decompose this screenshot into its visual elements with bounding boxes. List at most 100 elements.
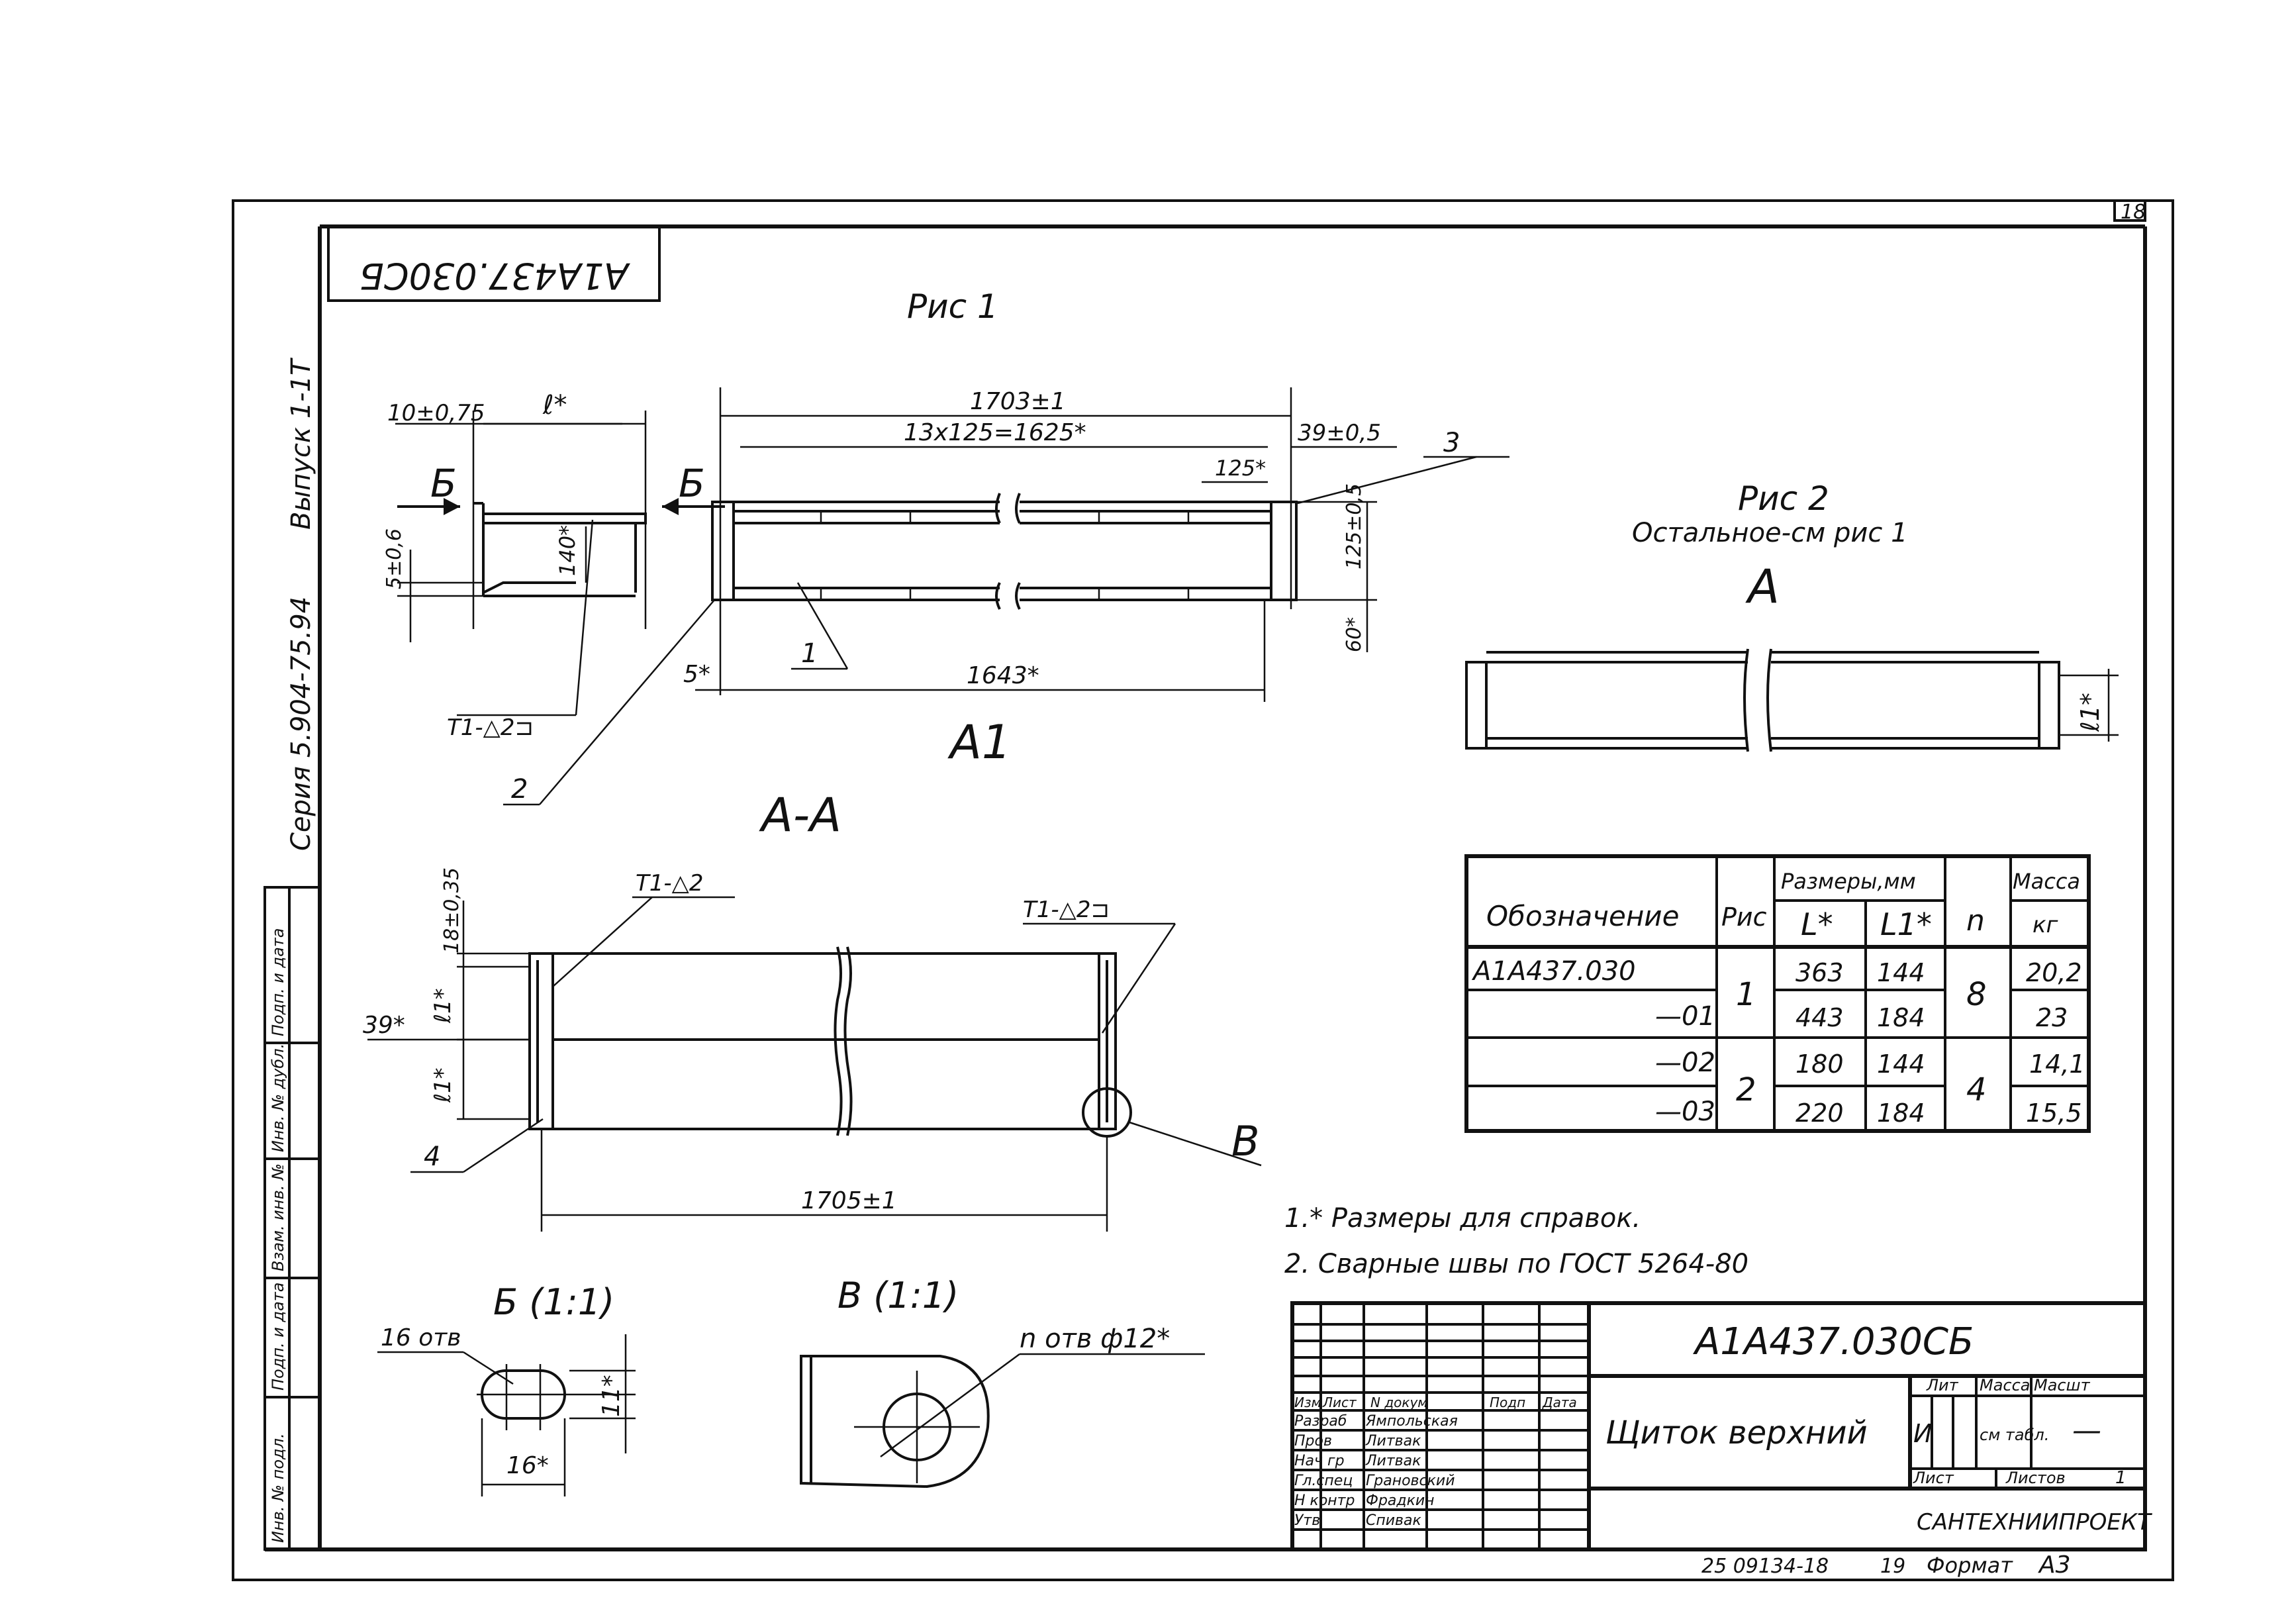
spec-header-sizes: Размеры,мм bbox=[1781, 869, 1916, 894]
title-block-role-3: Гл.спец bbox=[1294, 1473, 1353, 1489]
page-number: 18 bbox=[2121, 201, 2146, 224]
spec-n-group-1: 8 bbox=[1966, 976, 1987, 1013]
title-block-name-5: Спивак bbox=[1366, 1512, 1421, 1529]
title-block-name-0: Ямпольская bbox=[1365, 1413, 1458, 1430]
spec-row-3-l: 220 bbox=[1795, 1099, 1844, 1128]
fig1-dim-125: 125* bbox=[1215, 456, 1266, 481]
title-block-role-0: Разраб bbox=[1294, 1413, 1347, 1430]
spec-fig-group-2: 2 bbox=[1736, 1071, 1756, 1108]
title-block-scale-value: — bbox=[2072, 1414, 2101, 1447]
side-stamp-3: Взам. инв. № bbox=[269, 1163, 287, 1271]
spec-row-2-mass: 14,1 bbox=[2029, 1050, 2085, 1079]
fig1-dim-60: 60* bbox=[1343, 617, 1366, 652]
title-block-col-podp: Подп bbox=[1490, 1395, 1525, 1410]
title-block-role-5: Утв bbox=[1294, 1512, 1320, 1529]
spec-row-0-mass: 20,2 bbox=[2026, 958, 2082, 987]
title-block-role-1: Пров bbox=[1294, 1433, 1332, 1449]
fig1-view-label: А1 bbox=[947, 715, 1011, 769]
title-block-name: Щиток верхний bbox=[1605, 1414, 1868, 1451]
section-dim-140: 140* bbox=[555, 525, 580, 576]
side-stamp-2: Инв. № дубл. bbox=[269, 1044, 287, 1152]
title-block-lit-value: И bbox=[1913, 1419, 1932, 1448]
fig1-dim-5: 5* bbox=[683, 661, 710, 688]
section-aa-weld-left: Т1-△2 bbox=[636, 870, 703, 897]
spec-fig-group-1: 1 bbox=[1736, 976, 1756, 1013]
spec-row-1-l: 443 bbox=[1795, 1003, 1844, 1032]
bottom-code: 25 09134-18 bbox=[1701, 1555, 1829, 1578]
spec-row-0-l1: 144 bbox=[1877, 958, 1925, 987]
title-block-col-data: Дата bbox=[1542, 1395, 1577, 1410]
spec-header-fig: Рис bbox=[1721, 903, 1767, 932]
title-block-code: А1А437.030СБ bbox=[1693, 1320, 1974, 1363]
note-2: 2. Сварные швы по ГОСТ 5264-80 bbox=[1284, 1249, 1748, 1279]
title-block-name-4: Фрадкин bbox=[1366, 1493, 1435, 1509]
detail-v-holes: n отв ф12* bbox=[1020, 1324, 1170, 1354]
fig1-pos-2: 2 bbox=[511, 774, 528, 805]
fig2-title: Рис 2 bbox=[1738, 479, 1829, 518]
title-block-col-ndoc: N докум bbox=[1370, 1395, 1427, 1410]
issue-label: Выпуск 1-1Т bbox=[286, 357, 316, 530]
side-stamp-1: Подп. и дата bbox=[269, 928, 287, 1037]
spec-header-mass: Масса bbox=[2013, 869, 2080, 894]
detail-b-dim-11: 11* bbox=[598, 1375, 625, 1417]
spec-row-2-l: 180 bbox=[1795, 1050, 1844, 1079]
title-block-mass-label: Масса bbox=[1980, 1376, 2031, 1395]
title-block-name-3: Грановский bbox=[1366, 1473, 1455, 1489]
spec-table-grid bbox=[1464, 854, 2091, 1133]
spec-header-l1: L1* bbox=[1880, 906, 1932, 942]
title-block-col-list: Лист bbox=[1322, 1395, 1357, 1410]
title-block-mass-value: см табл. bbox=[1980, 1426, 2049, 1444]
title-block-role-4: Н контр bbox=[1294, 1493, 1355, 1509]
fig1-dim-125-vert: 125±0,5 bbox=[1343, 483, 1366, 569]
spec-row-1-designation: —01 bbox=[1655, 1001, 1715, 1032]
series-label: Серия 5.904-75.94 bbox=[286, 597, 316, 851]
section-weld-mark: Т1-△2⊐ bbox=[447, 714, 534, 741]
fig2-view-label: А bbox=[1745, 560, 1780, 614]
section-aa-dim-1705: 1705±1 bbox=[801, 1187, 897, 1214]
spec-row-1-l1: 184 bbox=[1877, 1003, 1925, 1032]
fig1-dim-1643: 1643* bbox=[967, 662, 1039, 689]
side-stamp bbox=[263, 886, 321, 1551]
fig2-dim-l1: ℓ1* bbox=[2076, 693, 2105, 732]
detail-b-dim-16: 16* bbox=[506, 1452, 549, 1479]
section-aa-view bbox=[528, 946, 1117, 1136]
title-block-sheets-value: 1 bbox=[2115, 1468, 2127, 1488]
title-block-sheet-label: Лист bbox=[1913, 1469, 1954, 1487]
spec-header-kg: кг bbox=[2033, 912, 2059, 938]
detail-v-title: В (1:1) bbox=[837, 1275, 959, 1316]
title-block-col-izm: Изм bbox=[1294, 1395, 1321, 1410]
section-dim-l: ℓ* bbox=[542, 390, 567, 420]
title-block-role-2: Нач гр bbox=[1294, 1453, 1345, 1469]
section-aa-dim-18: 18±0,35 bbox=[440, 867, 463, 954]
detail-v-plate bbox=[800, 1355, 990, 1489]
spec-header-l: L* bbox=[1801, 906, 1833, 942]
fig1-pos-3: 3 bbox=[1443, 428, 1460, 458]
spec-row-0-designation: А1А437.030 bbox=[1471, 956, 1636, 987]
spec-row-3-mass: 15,5 bbox=[2026, 1099, 2082, 1128]
spec-row-1-mass: 23 bbox=[2036, 1003, 2068, 1032]
fig1-pos-1: 1 bbox=[801, 638, 818, 669]
title-block-lit-label: Лит bbox=[1926, 1376, 1959, 1395]
section-aa-dim-l1-top: ℓ1* bbox=[430, 988, 456, 1024]
fig2-note: Остальное-см рис 1 bbox=[1632, 518, 1908, 548]
bottom-sheet: 19 bbox=[1880, 1555, 1905, 1578]
fig1-dim-end: 39±0,5 bbox=[1298, 420, 1381, 446]
section-aa-pos-4: 4 bbox=[424, 1142, 440, 1172]
spec-header-designation: Обозначение bbox=[1486, 900, 1679, 932]
spec-row-0-l: 363 bbox=[1795, 958, 1844, 987]
spec-row-2-designation: —02 bbox=[1655, 1048, 1715, 1078]
title-block-name-1: Литвак bbox=[1365, 1433, 1421, 1449]
spec-row-3-designation: —03 bbox=[1655, 1097, 1715, 1127]
title-block-scale-label: Масшт bbox=[2034, 1376, 2091, 1395]
section-aa-callout: В bbox=[1231, 1117, 1260, 1165]
spec-row-2-l1: 144 bbox=[1877, 1050, 1925, 1079]
section-profile bbox=[397, 411, 647, 629]
section-dim-5: 5±0,6 bbox=[383, 528, 406, 589]
detail-b-holes: 16 отв bbox=[381, 1324, 461, 1351]
fig1-dim-total: 1703±1 bbox=[970, 388, 1066, 415]
section-dim-10: 10±0,75 bbox=[387, 400, 485, 426]
format-value: А3 bbox=[2038, 1551, 2071, 1579]
note-1: 1.* Размеры для справок. bbox=[1284, 1203, 1641, 1234]
side-stamp-5: Инв. № подл. bbox=[269, 1433, 287, 1543]
spec-row-3-l1: 184 bbox=[1877, 1099, 1925, 1128]
